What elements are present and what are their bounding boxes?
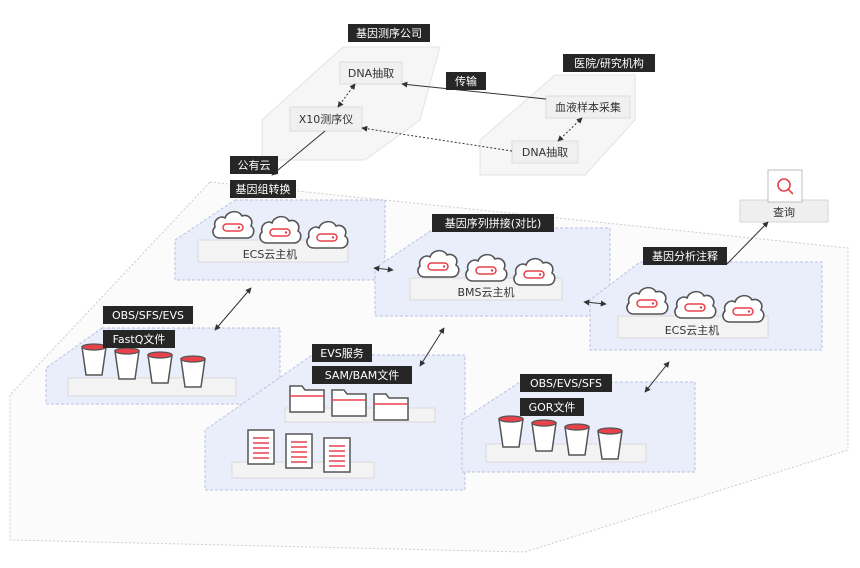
hospital-dna-to-sequencer-arrow bbox=[361, 125, 513, 152]
bucket-icon bbox=[147, 351, 173, 384]
tag-sequencing-company bbox=[348, 24, 430, 42]
search-icon-handle bbox=[787, 188, 794, 195]
alignment-title: 基因序列拼接(对比) bbox=[445, 216, 542, 230]
query-terminal bbox=[767, 169, 803, 203]
dna-extract-box-company bbox=[339, 61, 403, 85]
tag-genome-conversion bbox=[230, 180, 296, 198]
dna-extract-hospital-label: DNA抽取 bbox=[522, 145, 568, 159]
bucket-icon bbox=[498, 415, 524, 448]
tag-alignment bbox=[432, 214, 554, 232]
bucket-icon bbox=[81, 343, 107, 376]
bucket-icon bbox=[114, 347, 140, 380]
sam-file-label: SAM/BAM文件 bbox=[325, 368, 399, 382]
fastq-service-label: OBS/SFS/EVS bbox=[112, 309, 184, 322]
hospital-title: 医院/研究机构 bbox=[574, 56, 644, 70]
folder-icon bbox=[289, 385, 325, 413]
annotation-title: 基因分析注释 bbox=[652, 249, 718, 263]
genome-conversion-title: 基因组转换 bbox=[236, 182, 291, 196]
hospital-sample-to-dna-arrow bbox=[557, 117, 583, 142]
gor-to-ecs-arrow bbox=[644, 361, 670, 393]
bms-host-label: BMS云主机 bbox=[457, 285, 514, 299]
bucket-icon bbox=[564, 423, 590, 456]
sam-service-label: EVS服务 bbox=[320, 347, 363, 360]
bucket-icon bbox=[531, 419, 557, 452]
blood-sample-label: 血液样本采集 bbox=[555, 100, 621, 114]
blood-sample-box bbox=[545, 95, 631, 119]
tag-sam-file bbox=[312, 366, 412, 384]
query-label: 查询 bbox=[773, 205, 795, 219]
tag-sam-service bbox=[312, 344, 372, 362]
folder-icon bbox=[373, 393, 409, 421]
tag-fastq-service bbox=[103, 306, 193, 324]
tag-gor-file bbox=[520, 398, 584, 416]
search-icon bbox=[777, 178, 791, 192]
public-cloud-title: 公有云 bbox=[238, 158, 271, 172]
sequencer-label: X10测序仪 bbox=[299, 112, 354, 126]
transfer-label: 传输 bbox=[455, 74, 477, 88]
dna-extract-company-label: DNA抽取 bbox=[348, 66, 394, 80]
document-icon bbox=[323, 437, 351, 473]
sequencing-company-title: 基因测序公司 bbox=[356, 26, 422, 40]
company-dna-to-sequencer-arrow bbox=[337, 83, 356, 108]
dna-extract-box-hospital bbox=[511, 140, 579, 164]
transfer-arrow bbox=[401, 81, 547, 100]
ecs-to-query-arrow bbox=[726, 221, 769, 265]
tag-annotation bbox=[643, 247, 727, 265]
tag-public-cloud bbox=[230, 156, 278, 174]
fastq-file-label: FastQ文件 bbox=[113, 332, 166, 346]
tag-transfer bbox=[446, 72, 486, 90]
ecs-host-label-right: ECS云主机 bbox=[665, 323, 720, 337]
bucket-icon bbox=[597, 427, 623, 460]
tag-hospital bbox=[563, 54, 655, 72]
gor-file-label: GOR文件 bbox=[529, 400, 576, 414]
bms-to-ecs-arrow bbox=[583, 299, 607, 307]
folder-icon bbox=[331, 389, 367, 417]
document-icon bbox=[247, 429, 275, 465]
fastq-to-ecs-arrow bbox=[214, 287, 252, 331]
sequencer-to-cloud-arrow bbox=[271, 130, 326, 176]
ecs-to-bms-arrow bbox=[373, 265, 394, 273]
gor-service-label: OBS/EVS/SFS bbox=[530, 377, 602, 390]
tag-gor-service bbox=[520, 374, 612, 392]
bucket-icon bbox=[180, 355, 206, 388]
tag-fastq-file bbox=[103, 330, 175, 348]
ecs-host-label-left: ECS云主机 bbox=[243, 247, 298, 261]
sequencer-box bbox=[289, 106, 363, 132]
sam-to-bms-arrow bbox=[419, 327, 445, 367]
document-icon bbox=[285, 433, 313, 469]
